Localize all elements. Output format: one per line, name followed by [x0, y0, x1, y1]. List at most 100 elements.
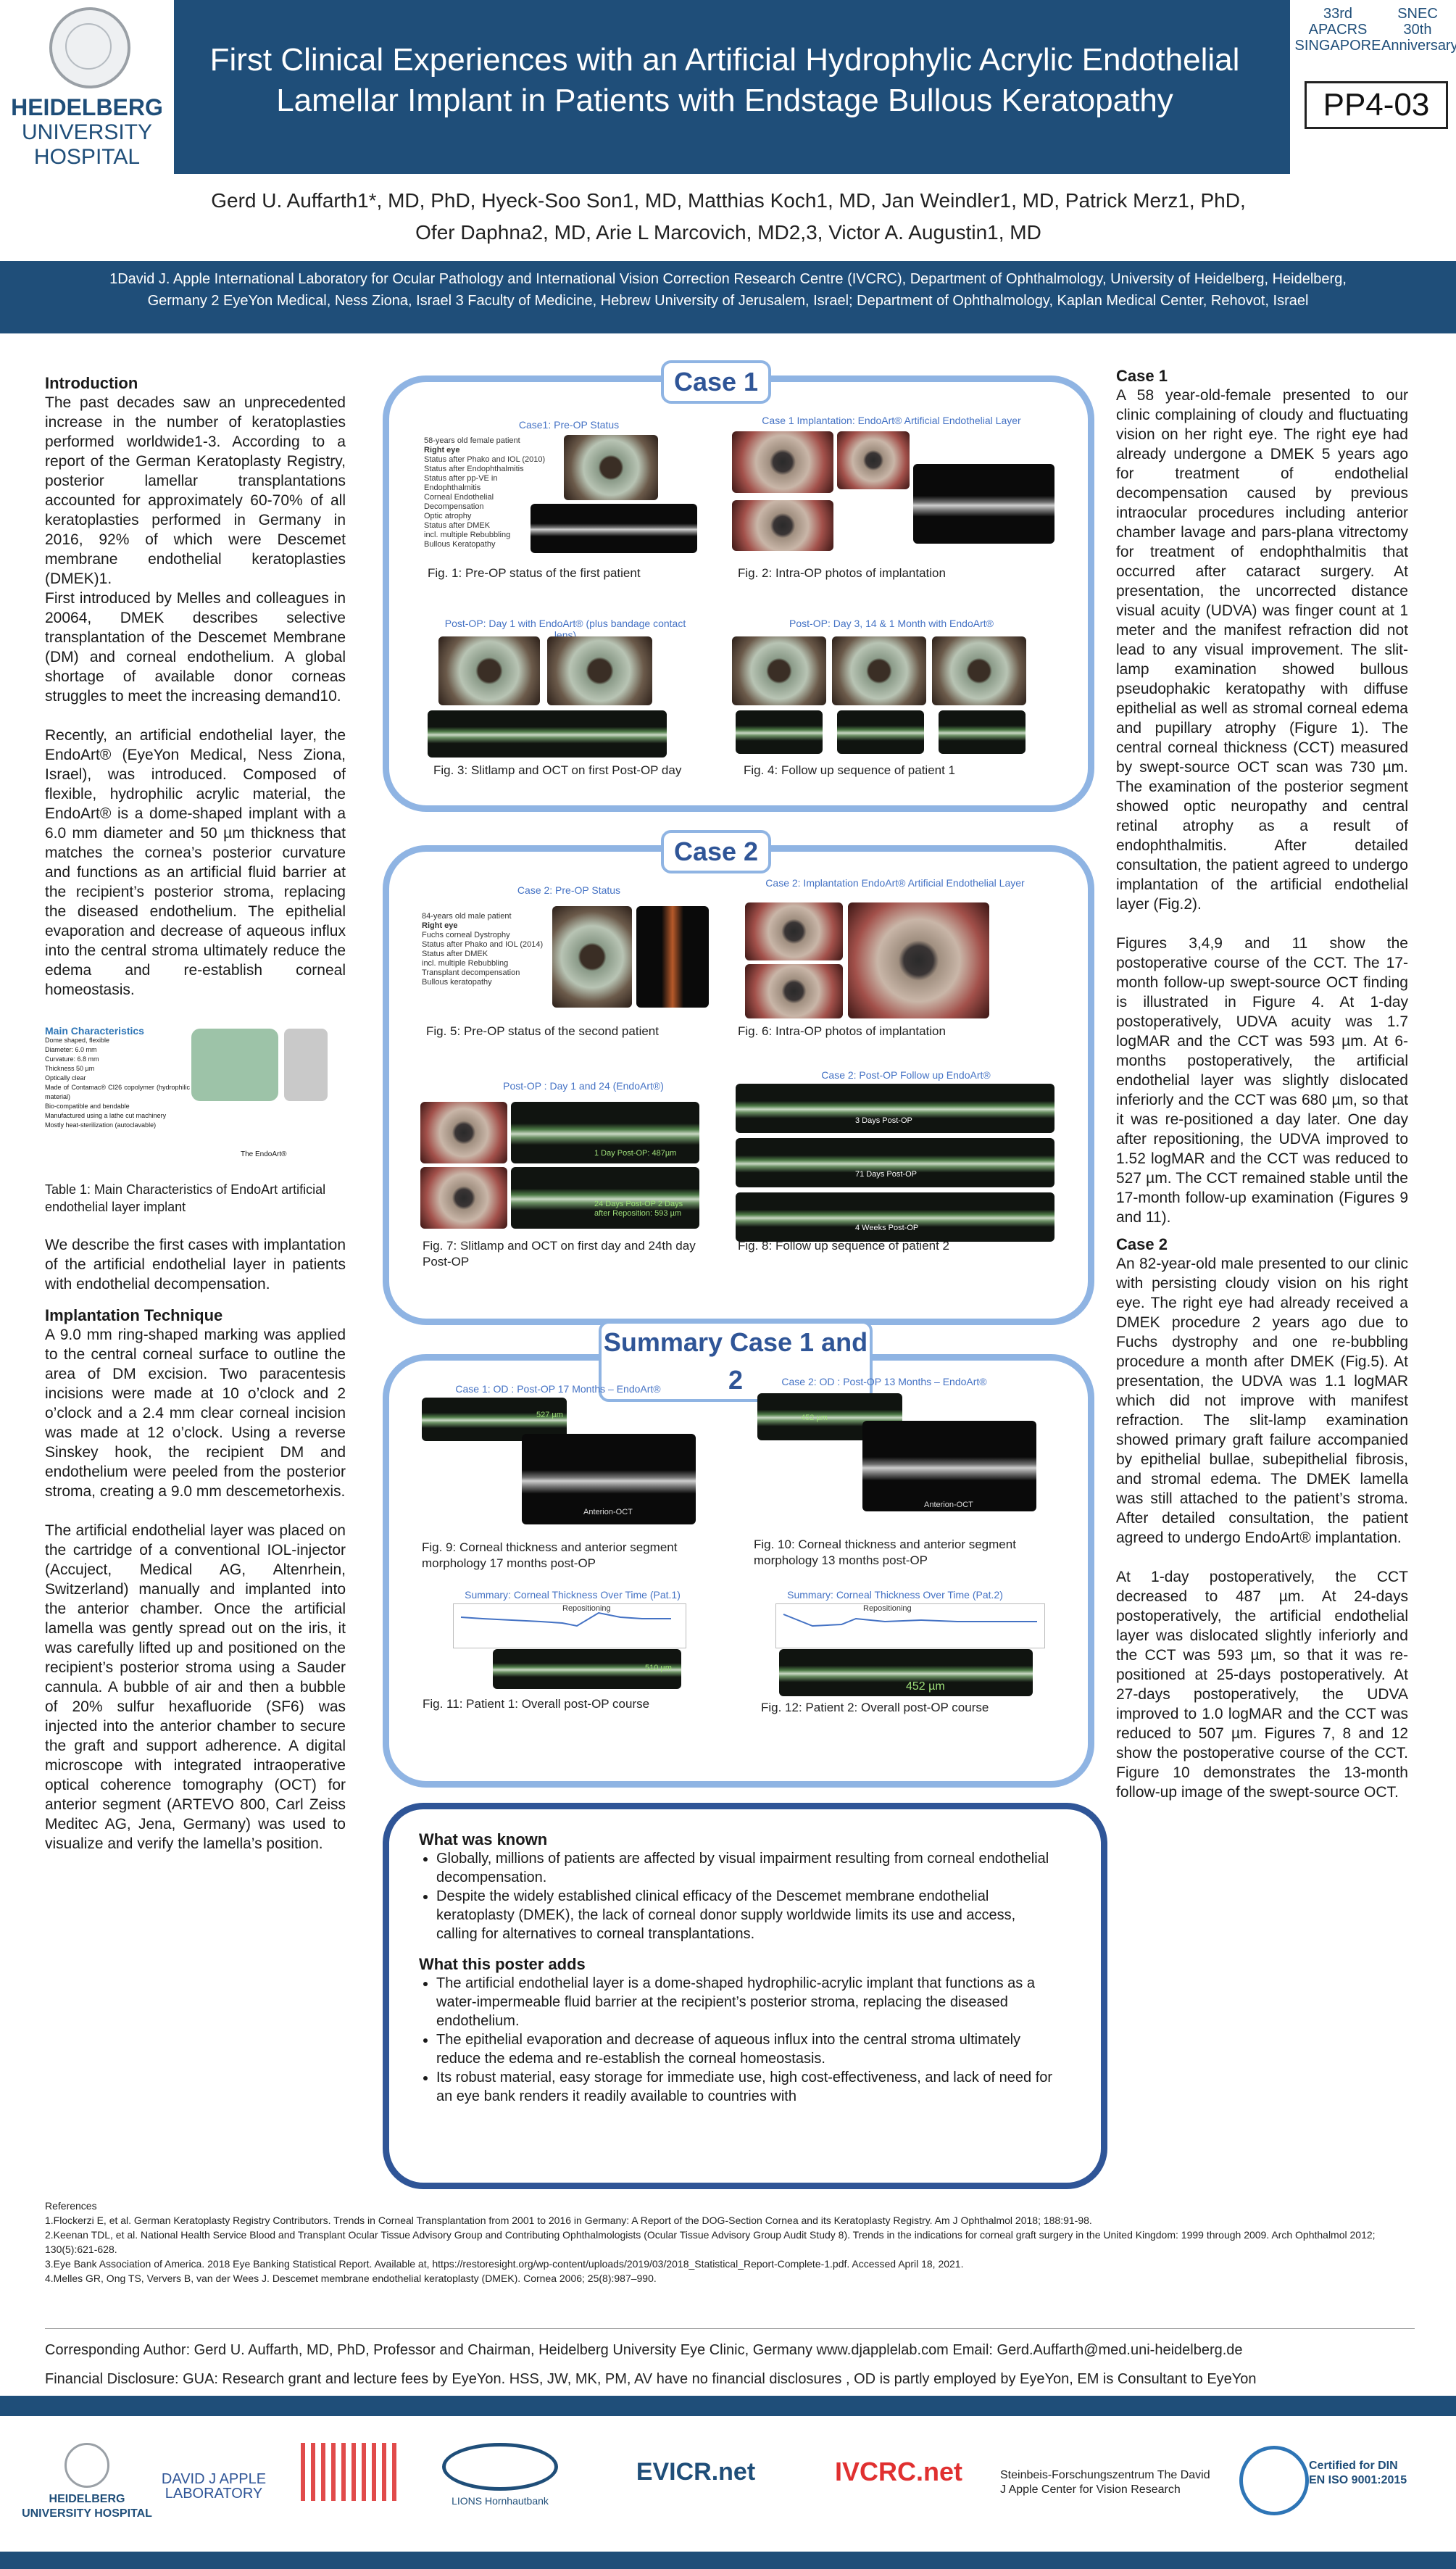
references-heading: References	[45, 2200, 97, 2212]
case1-follow-label: Post-OP: Day 3, 14 & 1 Month with EndoAr…	[789, 618, 994, 629]
adds-list: The artificial endothelial layer is a do…	[419, 1974, 1060, 2106]
logo-text-1: HEIDELBERG	[11, 94, 163, 120]
table-item: Thickness 50 µm	[45, 1065, 95, 1072]
case2-day1-oct	[511, 1102, 699, 1163]
chart1-label: Summary: Corneal Thickness Over Time (Pa…	[465, 1589, 681, 1601]
contact-info: Corresponding Author: Gerd U. Auffarth, …	[45, 2336, 1415, 2394]
note: Bullous Keratopathy	[424, 540, 496, 549]
summary-case2-anterion: Anterion-OCT	[924, 1501, 973, 1509]
table-item: Mostly heat-sterilization (autoclavable)	[45, 1121, 157, 1129]
note: 84-years old male patient	[422, 912, 512, 921]
eye-chart-icon	[301, 2443, 402, 2501]
corresponding-author: Corresponding Author: Gerd U. Auffarth, …	[45, 2342, 1243, 2358]
case1-follow-oct-3	[939, 710, 1026, 754]
table-item: Curvature: 6.8 mm	[45, 1055, 99, 1063]
chart1-plot: Repositioning	[453, 1603, 686, 1648]
intro-paragraph-2: First introduced by Melles and colleague…	[45, 590, 346, 705]
chart1-oct-measure: 510 µm	[645, 1664, 672, 1672]
case1-paragraph-1: A 58 year-old-female presented to our cl…	[1116, 387, 1408, 913]
fig4-caption: Fig. 4: Follow up sequence of patient 1	[744, 763, 956, 777]
case2-day1-photo	[420, 1102, 507, 1163]
sponsor-iso: Certified for DIN EN ISO 9001:2015	[1239, 2443, 1413, 2515]
case2-slit-beam-photo	[636, 906, 709, 1008]
case2-follow-oct-3	[736, 1192, 1054, 1242]
endoart-photo	[191, 1029, 278, 1101]
apacrs-logo: 33rd APACRS SINGAPORE	[1294, 6, 1381, 54]
sponsor-heidelberg: HEIDELBERG UNIVERSITY HOSPITAL	[22, 2443, 152, 2520]
note: Status after Endophthalmitis	[424, 465, 524, 473]
intro-paragraph-4: We describe the first cases with implant…	[45, 1237, 346, 1292]
affiliations: 1David J. Apple International Laboratory…	[14, 268, 1442, 312]
chart2-oct-measure: 452 µm	[906, 1680, 945, 1693]
logo-text-3: HOSPITAL	[33, 145, 141, 169]
endoart-package-photo	[284, 1029, 328, 1101]
poster-title: First Clinical Experiences with an Artif…	[181, 40, 1268, 121]
fig3-caption: Fig. 3: Slitlamp and OCT on first Post-O…	[433, 763, 682, 777]
authors-line-1: Gerd U. Auffarth1*, MD, PhD, Hyeck-Soo S…	[211, 189, 1246, 212]
title-line-2: Lamellar Implant in Patients with Endsta…	[276, 83, 1173, 118]
case1-day1-oct	[428, 710, 667, 758]
case2-paragraph-1: An 82-year-old male presented to our cli…	[1116, 1256, 1408, 1546]
table-item: Made of Contamac® CI26 copolymer (hydrop…	[45, 1084, 190, 1100]
footer-bar-bottom	[0, 2552, 1456, 2569]
poster-id-badge: PP4-03	[1305, 81, 1448, 129]
case1-slitlamp-photo	[564, 435, 658, 500]
heidelberg-seal-icon	[65, 2443, 109, 2488]
table-item: Dome shaped, flexible	[45, 1037, 110, 1044]
case2-intraop-photo-3	[848, 902, 989, 1018]
fig8-caption: Fig. 8: Follow up sequence of patient 2	[738, 1239, 950, 1253]
sponsor-lions: LIONS Hornhautbank	[428, 2443, 573, 2515]
table-item: Bio-compatible and bendable	[45, 1103, 130, 1110]
case1-intraop-photo-1	[732, 431, 833, 493]
adds-item: The epithelial evaporation and decrease …	[436, 2030, 1060, 2068]
fig12-caption: Fig. 12: Patient 2: Overall post-OP cour…	[761, 1701, 989, 1714]
note: Status after Phako and IOL (2010)	[424, 455, 546, 464]
chart1-line-icon	[460, 1611, 671, 1627]
logo-text-2: UNIVERSITY	[21, 120, 153, 144]
case1-intraop-photo-3	[837, 431, 910, 489]
affil-line-2: Germany 2 EyeYon Medical, Ness Ziona, Is…	[147, 293, 1309, 309]
snec-logo: SNEC 30th Anniversary	[1381, 6, 1456, 54]
known-heading: What was known	[419, 1830, 548, 1848]
case1-intraop-oct	[913, 464, 1054, 544]
technique-heading: Implantation Technique	[45, 1306, 223, 1324]
case2-day24-oct	[511, 1167, 699, 1229]
case1-pre-notes: 58-years old female patient Right eye St…	[424, 436, 547, 549]
case2-follow-tag-3: 4 Weeks Post-OP	[855, 1224, 919, 1232]
case2-title: Case 2	[661, 830, 771, 873]
note: Corneal Endothelial	[424, 493, 494, 502]
table-item: Manufactured using a lathe cut machinery	[45, 1112, 167, 1119]
sponsor-evicr: EVICR.net	[636, 2458, 756, 2486]
known-item: Despite the widely established clinical …	[436, 1887, 1060, 1943]
references: References 1.Flockerzi E, et al. German …	[45, 2199, 1415, 2286]
summary-case1-anterion-oct	[522, 1434, 696, 1524]
note: incl. multiple Rebubbling	[424, 531, 511, 539]
fig1-caption: Fig. 1: Pre-OP status of the first patie…	[428, 566, 641, 580]
case2-follow-label: Case 2: Post-OP Follow up EndoArt®	[821, 1069, 991, 1081]
note: Transplant decompensation	[422, 968, 520, 977]
intro-paragraph-1: The past decades saw an unprecedented in…	[45, 394, 346, 587]
author-list: Gerd U. Auffarth1*, MD, PhD, Hyeck-Soo S…	[109, 185, 1348, 249]
note: Decompensation	[424, 502, 484, 511]
chart2-tag: Repositioning	[863, 1604, 912, 1613]
fig11-caption: Fig. 11: Patient 1: Overall post-OP cour…	[423, 1697, 650, 1711]
fig6-caption: Fig. 6: Intra-OP photos of implantation	[738, 1024, 946, 1038]
note: incl. multiple Rebubbling	[422, 959, 509, 968]
table-item: Diameter: 6.0 mm	[45, 1046, 97, 1053]
fig10-caption: Fig. 10: Corneal thickness and anterior …	[754, 1537, 1016, 1567]
case1-impl-label: Case 1 Implantation: EndoArt® Artificial…	[762, 415, 1021, 426]
right-column: Case 1 A 58 year-old-female presented to…	[1116, 366, 1408, 1802]
chart2-line-icon	[783, 1614, 1037, 1627]
table-caption: Table 1: Main Characteristics of EndoArt…	[45, 1182, 326, 1214]
adds-heading: What this poster adds	[419, 1955, 586, 1973]
table-title: Main Characteristics	[45, 1025, 144, 1037]
case1-title: Case 1	[661, 360, 771, 404]
note: Status after DMEK	[422, 950, 488, 958]
technique-paragraph-1: A 9.0 mm ring-shaped marking was applied…	[45, 1327, 346, 1500]
case1-pre-label: Case1: Pre-OP Status	[518, 419, 620, 431]
summary-case1-measure: 527 µm	[536, 1411, 563, 1419]
case1-follow-oct-1	[736, 710, 823, 754]
case1-heading: Case 1	[1116, 367, 1168, 385]
case2-pre-label: Case 2: Pre-OP Status	[517, 884, 621, 896]
case2-intraop-photo-1	[745, 902, 843, 960]
